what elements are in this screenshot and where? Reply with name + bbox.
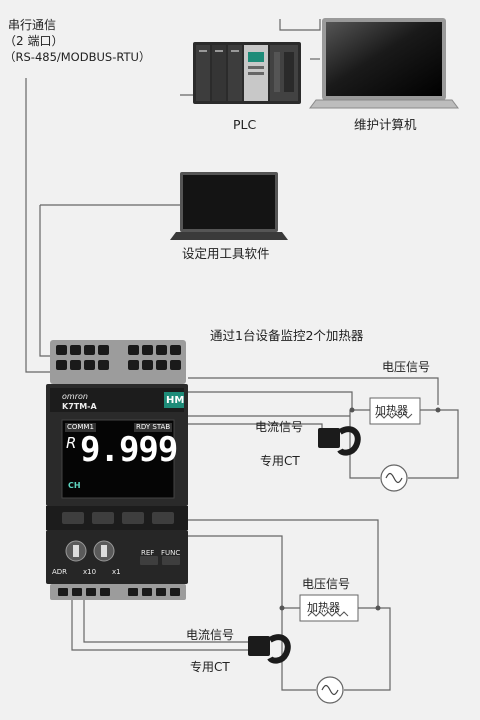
lower-circuit-wires xyxy=(71,519,391,691)
ch-label: CH xyxy=(68,481,81,490)
comm-label-line1: 串行通信 xyxy=(8,18,57,32)
wire-lower-voltage-left xyxy=(188,535,283,608)
ref-label: REF xyxy=(141,549,155,557)
wire-rs485-1 xyxy=(25,78,58,373)
top-terminals xyxy=(56,345,181,370)
setting-tool-label: 设定用工具软件 xyxy=(182,246,270,261)
wire-plc-to-pc xyxy=(279,19,321,31)
lower-ac-source xyxy=(316,676,344,704)
wire-lower-current-1 xyxy=(71,596,250,651)
wire-lower-current-2 xyxy=(83,596,250,643)
upper-heater xyxy=(349,397,441,425)
upper-current-label: 电流信号 xyxy=(255,420,304,434)
comm1-indicator: COMM1 xyxy=(65,423,96,432)
lower-ct-clamp xyxy=(248,634,291,664)
lower-heater xyxy=(279,594,381,622)
device-model: K7TM-A xyxy=(62,402,97,411)
comm-label-line2: （2 端口） xyxy=(4,34,64,48)
display-prefix: R xyxy=(66,434,77,452)
lower-current-label: 电流信号 xyxy=(186,628,235,642)
front-buttons xyxy=(62,512,174,524)
wire-source-loop xyxy=(349,410,380,479)
wire-lower-voltage-right xyxy=(188,519,379,608)
upper-ct-label: 专用CT xyxy=(260,454,300,468)
x1-label: x1 xyxy=(112,568,121,576)
hm-badge: HM xyxy=(166,395,185,406)
lcd-display xyxy=(61,419,175,499)
x10-label: x10 xyxy=(83,568,97,576)
upper-heater-label: 加热器 xyxy=(375,404,408,417)
wire-upper-voltage-left xyxy=(188,391,353,408)
maintenance-pc-label: 维护计算机 xyxy=(354,117,417,132)
upper-voltage-label: 电压信号 xyxy=(382,360,431,374)
upper-ac-source xyxy=(380,464,408,492)
lower-heater-label: 加热器 xyxy=(307,601,340,614)
lower-ct-label: 专用CT xyxy=(190,660,230,674)
adr-label: ADR xyxy=(52,568,68,576)
k7tm-device xyxy=(46,340,188,600)
bottom-terminal-block xyxy=(50,584,186,600)
device-brand: omron xyxy=(62,392,88,401)
wire-rs485-2 xyxy=(39,205,58,357)
comm-label-line3: （RS-485/MODBUS-RTU） xyxy=(4,50,151,64)
upper-ct-clamp xyxy=(318,426,361,456)
func-label: FUNC xyxy=(161,549,181,557)
wire-upper-voltage-right xyxy=(188,377,439,405)
setting-laptop xyxy=(170,172,288,240)
plc-label: PLC xyxy=(233,117,257,132)
headline: 通过1台设备监控2个加热器 xyxy=(210,328,364,343)
lower-voltage-label: 电压信号 xyxy=(302,577,351,591)
rdy-stab-indicator: RDY STAB xyxy=(134,423,173,432)
hm-badge-bg xyxy=(164,392,184,408)
plc-device xyxy=(193,42,301,104)
display-value: 9.999 xyxy=(80,430,178,470)
wire-lower-heater-out xyxy=(344,607,391,691)
maintenance-laptop xyxy=(309,18,459,109)
